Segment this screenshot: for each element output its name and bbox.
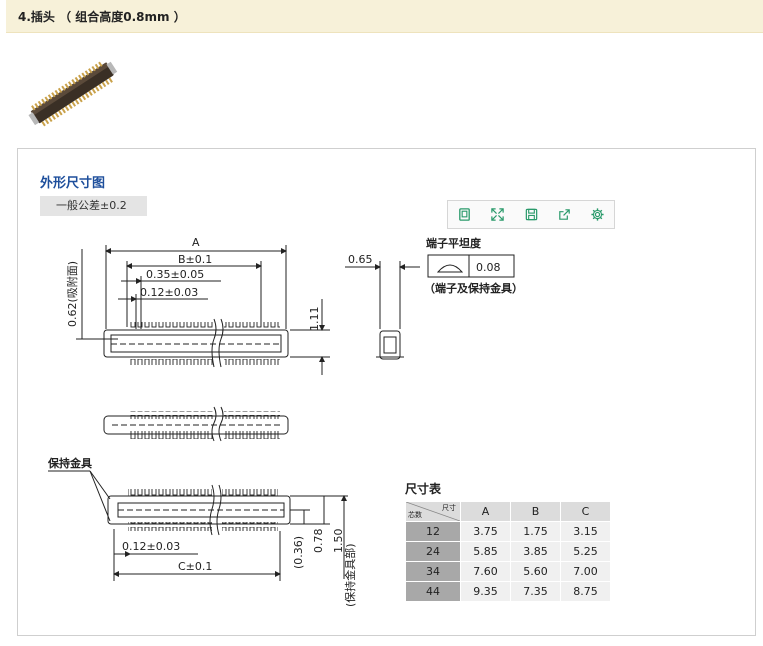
share-icon bbox=[558, 209, 570, 220]
connector-photo bbox=[28, 61, 118, 127]
dim-offset: 0.12±0.03 bbox=[140, 286, 198, 299]
table-header-row: 尺寸 芯数 A B C bbox=[405, 501, 611, 522]
dim-b: B±0.1 bbox=[178, 253, 212, 266]
cell-a: 7.60 bbox=[460, 561, 511, 582]
cell-a: 9.35 bbox=[460, 581, 511, 602]
dim-078: 0.78 bbox=[312, 529, 325, 554]
cell-c: 8.75 bbox=[560, 581, 611, 602]
flatness-value: 0.08 bbox=[476, 261, 501, 274]
fullscreen-button[interactable] bbox=[481, 201, 514, 228]
corner-cores-label: 芯数 bbox=[408, 511, 422, 519]
row-cores: 12 bbox=[405, 521, 461, 542]
top-view bbox=[76, 245, 330, 375]
footprint-view bbox=[48, 470, 348, 581]
settings-button[interactable] bbox=[581, 201, 614, 228]
dim-036: (0.36) bbox=[292, 536, 305, 569]
size-table-title: 尺寸表 bbox=[405, 482, 442, 496]
dim-pitch: 0.35±0.05 bbox=[146, 268, 204, 281]
cell-b: 5.60 bbox=[510, 561, 561, 582]
save-button[interactable] bbox=[514, 201, 547, 228]
cell-b: 1.75 bbox=[510, 521, 561, 542]
flatness-label: 端子平坦度 bbox=[426, 236, 482, 250]
table-row: 44 9.35 7.35 8.75 bbox=[405, 581, 611, 602]
dim-height: 1.11 bbox=[308, 307, 321, 332]
column-header: A bbox=[460, 501, 511, 522]
dimension-panel: 外形尺寸图 一般公差±0.2 bbox=[17, 148, 756, 636]
header-bar: 4.插头 （ 组合高度0.8mm ） bbox=[6, 0, 763, 33]
fullscreen-icon bbox=[491, 208, 505, 221]
dim-side: 0.65 bbox=[348, 253, 373, 266]
row-cores: 44 bbox=[405, 581, 461, 602]
save-icon bbox=[525, 208, 537, 221]
table-corner-header: 尺寸 芯数 bbox=[405, 501, 461, 522]
cell-c: 3.15 bbox=[560, 521, 611, 542]
side-view bbox=[345, 261, 420, 360]
header-title: 4.插头 （ 组合高度0.8mm ） bbox=[18, 10, 186, 24]
corner-size-label: 尺寸 bbox=[442, 504, 456, 512]
share-button[interactable] bbox=[548, 201, 581, 228]
cell-b: 3.85 bbox=[510, 541, 561, 562]
technical-drawing: A B±0.1 0.35±0.05 0.12±0.03 0.62(吸附面) 1.… bbox=[47, 236, 523, 607]
flatness-frame bbox=[427, 254, 515, 278]
column-header: C bbox=[560, 501, 611, 522]
dim-vacuum: 0.62(吸附面) bbox=[65, 261, 79, 327]
dim-holder: (保持金具部) bbox=[343, 543, 357, 607]
dim-offset2: 0.12±0.03 bbox=[122, 540, 180, 553]
cell-b: 7.35 bbox=[510, 581, 561, 602]
cell-c: 7.00 bbox=[560, 561, 611, 582]
drawing-toolbar bbox=[447, 200, 615, 229]
flatness-note: （端子及保持金具） bbox=[424, 281, 523, 295]
dim-a: A bbox=[192, 236, 200, 249]
bottom-view bbox=[103, 406, 289, 442]
row-cores: 34 bbox=[405, 561, 461, 582]
row-cores: 24 bbox=[405, 541, 461, 562]
tolerance-label: 一般公差±0.2 bbox=[40, 196, 147, 216]
section-title: 外形尺寸图 bbox=[40, 176, 106, 191]
dim-150: 1.50 bbox=[332, 529, 345, 554]
holder-label: 保持金具 bbox=[47, 456, 92, 470]
cell-a: 3.75 bbox=[460, 521, 511, 542]
gear-icon bbox=[591, 208, 604, 221]
cell-c: 5.25 bbox=[560, 541, 611, 562]
copy-icon bbox=[459, 208, 470, 221]
size-table: 尺寸 芯数 A B C 12 3.75 1.75 3.15 24 5.85 3.… bbox=[405, 501, 611, 602]
dim-c: C±0.1 bbox=[178, 560, 212, 573]
copy-button[interactable] bbox=[448, 201, 481, 228]
table-row: 24 5.85 3.85 5.25 bbox=[405, 541, 611, 562]
table-row: 12 3.75 1.75 3.15 bbox=[405, 521, 611, 542]
table-row: 34 7.60 5.60 7.00 bbox=[405, 561, 611, 582]
column-header: B bbox=[510, 501, 561, 522]
cell-a: 5.85 bbox=[460, 541, 511, 562]
